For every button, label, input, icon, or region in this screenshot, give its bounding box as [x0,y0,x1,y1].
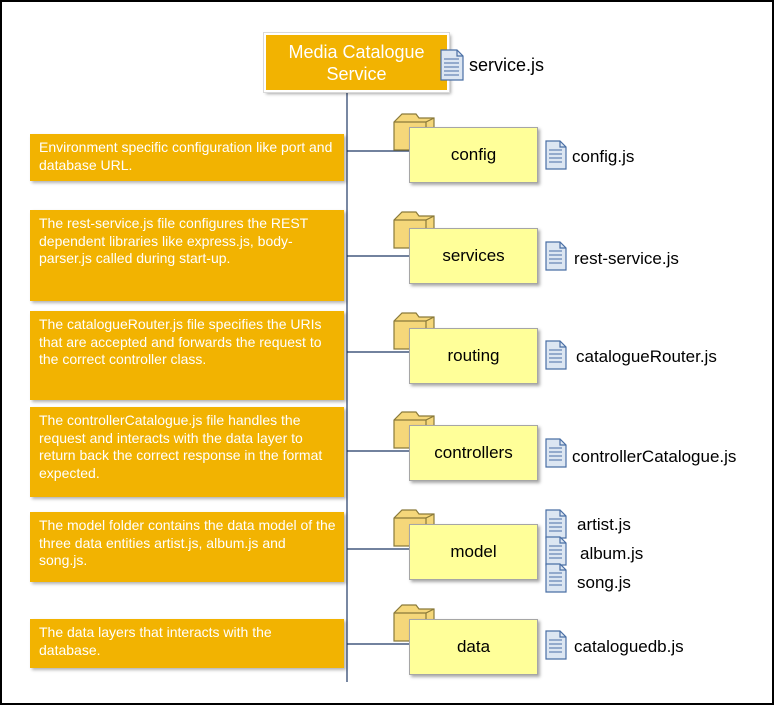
description-routing: The catalogueRouter.js file specifies th… [30,311,344,400]
file-label-controllers: controllerCatalogue.js [572,447,737,466]
description-model: The model folder contains the data model… [30,512,344,582]
file-icon [440,49,464,81]
file-icon [545,438,567,468]
folder-config[interactable]: config [409,127,538,183]
folder-model[interactable]: model [409,524,538,580]
file-label-artist: artist.js [577,515,631,534]
description-services: The rest-service.js file configures the … [30,210,344,301]
file-icon [545,340,567,370]
file-label-services: rest-service.js [574,249,679,268]
folder-data[interactable]: data [409,619,538,675]
file-label-song: song.js [577,573,631,592]
file-label-album: album.js [580,544,644,563]
description-data: The data layers that interacts with the … [30,619,344,668]
file-icon [545,509,567,539]
service-title-box: Media Catalogue Service [264,33,449,92]
description-config: Environment specific configuration like … [30,134,344,181]
file-icon [545,536,567,566]
file-label-data: cataloguedb.js [574,637,684,656]
file-icon [545,140,567,170]
service-title: Media Catalogue Service [288,41,425,84]
file-label-config: config.js [572,147,635,166]
file-icon [545,241,567,271]
file-icon [545,630,567,660]
file-label-routing: catalogueRouter.js [576,347,717,366]
description-controllers: The controllerCatalogue.js file handles … [30,407,344,497]
folder-services[interactable]: services [409,228,538,284]
service-file-label: service.js [469,55,545,75]
folder-routing[interactable]: routing [409,328,538,384]
file-icon [545,563,567,593]
folder-controllers[interactable]: controllers [409,425,538,481]
